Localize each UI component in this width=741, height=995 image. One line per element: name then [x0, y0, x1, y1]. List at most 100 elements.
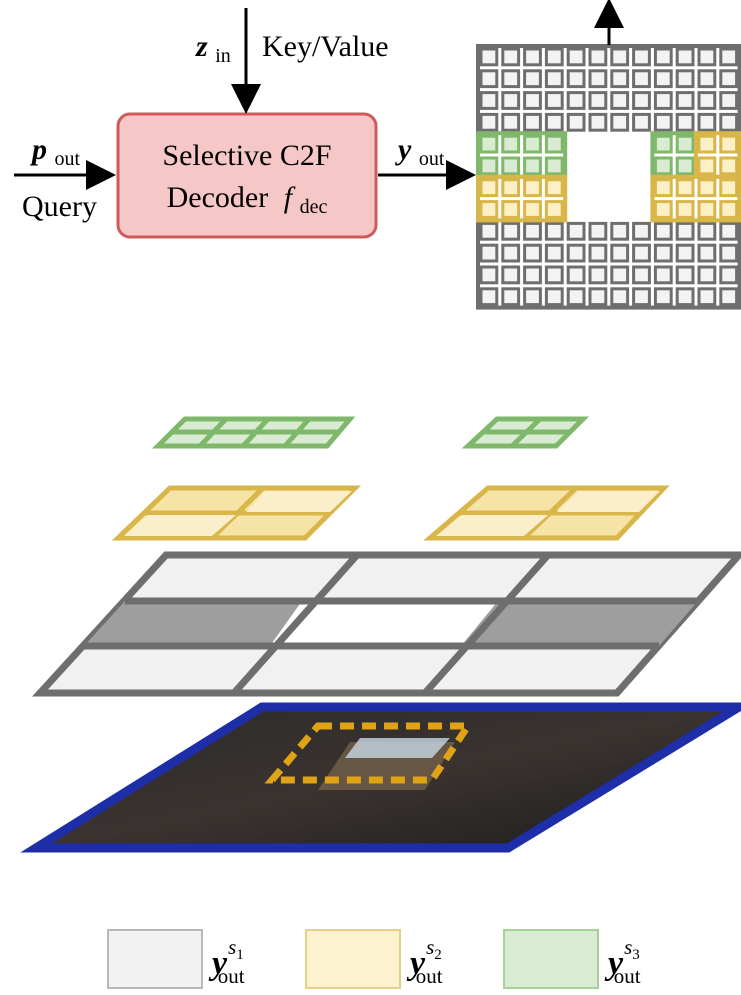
output-grid-cell-grey — [544, 69, 564, 89]
output-grid-cell-green — [479, 156, 499, 176]
output-grid-cell-grey — [632, 69, 651, 89]
output-grid-cell-grey — [479, 69, 499, 89]
output-grid-cell-green — [501, 156, 521, 176]
output-grid-cell-grey — [479, 47, 499, 67]
output-grid-cell-grey — [697, 69, 717, 89]
output-grid-cell-grey — [566, 265, 586, 285]
p-subscript: out — [55, 148, 81, 170]
output-grid-cell-yellow — [523, 200, 542, 219]
output-grid-cell-grey — [566, 287, 586, 307]
output-grid-cell-yellow — [479, 178, 499, 198]
output-grid-cell-grey — [610, 112, 630, 132]
output-grid-cell-grey — [697, 112, 717, 132]
output-grid-cell-green — [479, 134, 499, 154]
output-grid-cell-grey — [675, 287, 695, 307]
output-grid-cell-yellow — [719, 156, 739, 176]
output-grid-cell-grey — [632, 91, 651, 110]
output-grid-cell-grey — [653, 221, 673, 241]
output-grid-cell-grey — [697, 243, 717, 263]
output-grid-cell-yellow — [719, 200, 739, 219]
output-grid-cell-grey — [632, 112, 651, 132]
output-grid-cell-grey — [566, 112, 586, 132]
query-input: p out Query — [14, 133, 116, 223]
output-grid-cell-green — [501, 134, 521, 154]
output-grid-cell-grey — [675, 91, 695, 110]
output-grid-cell-grey — [719, 69, 739, 89]
output-grid-cell-grey — [610, 265, 630, 285]
output-grid-cell-grey — [632, 243, 651, 263]
output-grid-cell-grey — [653, 91, 673, 110]
output-grid-cell-yellow — [675, 200, 695, 219]
query-label: Query — [22, 190, 97, 223]
output-grid-cell-grey — [544, 91, 564, 110]
output-grid-cell-grey — [653, 47, 673, 67]
output-grid-cell-green — [544, 156, 564, 176]
output-grid-cell-yellow — [697, 200, 717, 219]
image-highlight — [345, 738, 450, 758]
decoder-block: Selective C2F Decoder f dec — [116, 112, 378, 239]
output-grid-cell-yellow — [697, 178, 717, 198]
image-layer — [20, 702, 741, 853]
green-grid-left — [151, 416, 356, 449]
output-grid-cell-grey — [610, 243, 630, 263]
output-grid-cell-grey — [610, 91, 630, 110]
output-link: y out — [378, 133, 476, 190]
output-grid-cell-grey — [544, 221, 564, 241]
output-grid-cell-grey — [479, 265, 499, 285]
output-grid-cell-grey — [675, 265, 695, 285]
z-in-label: z in — [195, 30, 231, 67]
output-grid-cell-green — [523, 156, 542, 176]
output-grid — [476, 44, 741, 310]
decoder-fn-symbol: f — [284, 181, 296, 214]
output-grid-cell-grey — [719, 265, 739, 285]
output-grid-cell-grey — [588, 221, 608, 241]
output-grid-cell-grey — [523, 243, 542, 263]
output-grid-cell-grey — [523, 221, 542, 241]
output-grid-cell-grey — [632, 221, 651, 241]
output-grid-cell-grey — [719, 287, 739, 307]
decoder-fn-subscript: dec — [300, 196, 328, 218]
yellow-block-left — [476, 174, 568, 223]
output-grid-cell-grey — [675, 243, 695, 263]
p-out-label: p out — [29, 133, 81, 170]
output-grid-cell-yellow — [719, 178, 739, 198]
kv-label: Key/Value — [262, 30, 389, 63]
output-grid-cell-grey — [501, 47, 521, 67]
output-grid-cell-grey — [697, 265, 717, 285]
output-grid-cell-grey — [501, 265, 521, 285]
output-grid-cell-grey — [566, 243, 586, 263]
output-grid-cell-yellow — [523, 178, 542, 198]
output-grid-cell-grey — [675, 112, 695, 132]
output-grid-cell-green — [523, 134, 542, 154]
output-grid-cell-grey — [501, 243, 521, 263]
legend-swatch-3 — [503, 929, 599, 989]
output-grid-cell-yellow — [675, 178, 695, 198]
output-grid-cell-yellow — [697, 134, 717, 154]
output-grid-cell-grey — [588, 265, 608, 285]
output-grid-cell-green — [653, 134, 673, 154]
output-grid-cell-grey — [653, 69, 673, 89]
output-grid-cell-yellow — [719, 134, 739, 154]
layer-stack — [20, 416, 741, 853]
output-grid-cell-grey — [697, 47, 717, 67]
y-symbol: y — [395, 133, 412, 166]
p-symbol: p — [29, 133, 47, 166]
output-grid-cell-grey — [610, 47, 630, 67]
output-grid-cell-grey — [588, 69, 608, 89]
output-grid-cell-grey — [544, 265, 564, 285]
output-grid-cell-green — [675, 134, 695, 154]
yellow-grid-right — [423, 485, 670, 541]
output-grid-cell-grey — [566, 47, 586, 67]
output-grid-cell-grey — [479, 243, 499, 263]
yellow-block-top-right — [694, 131, 741, 179]
output-grid-cell-grey — [588, 47, 608, 67]
output-grid-cell-grey — [675, 69, 695, 89]
decoder-title-line2: Decoder f dec — [167, 181, 328, 218]
output-grid-cell-yellow — [544, 200, 564, 219]
output-grid-cell-grey — [588, 91, 608, 110]
output-grid-cell-grey — [719, 91, 739, 110]
